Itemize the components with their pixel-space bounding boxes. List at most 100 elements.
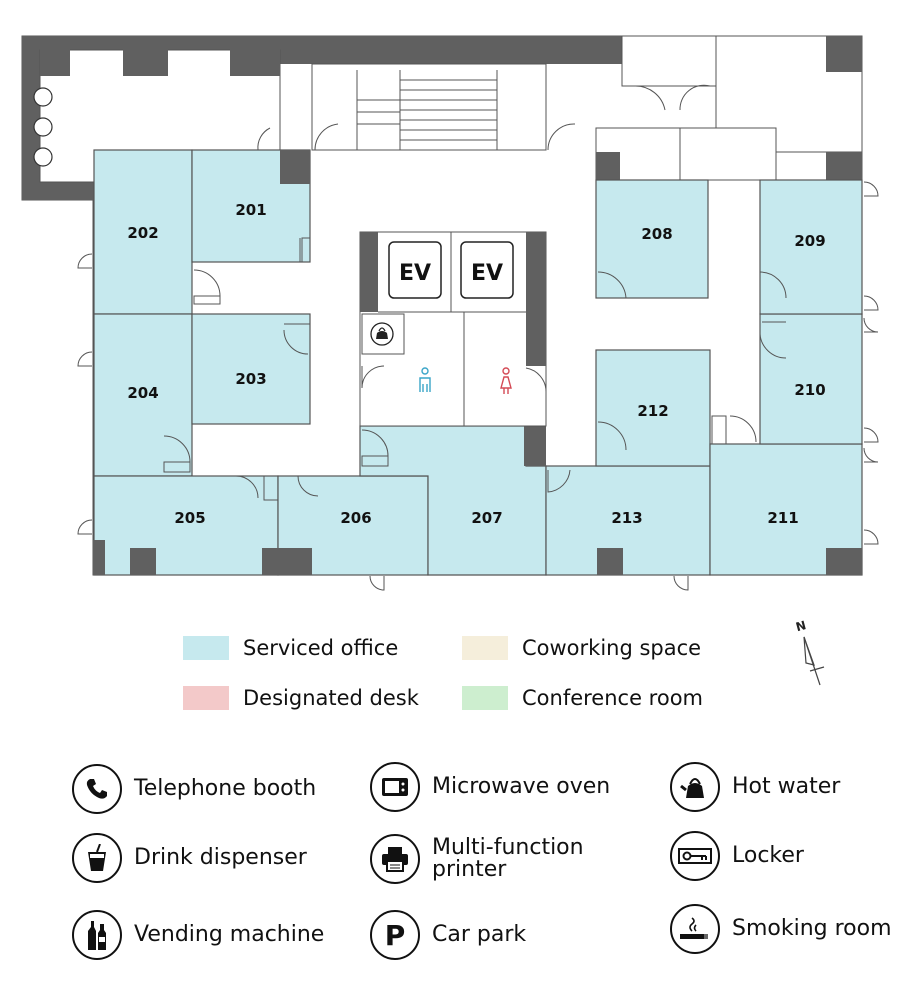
amenity-label-line: printer [432, 857, 507, 882]
wall-block [22, 36, 40, 200]
service-room [679, 127, 777, 181]
swatch-designated [183, 686, 229, 710]
wall-block [22, 182, 94, 200]
amenity-label: Smoking room [732, 916, 892, 941]
wall-block [524, 426, 546, 466]
room-210 [759, 313, 863, 445]
room-205 [93, 475, 279, 576]
kettle-icon [370, 322, 394, 346]
door-swings [77, 181, 879, 591]
amenity-car-park: P Car park [370, 910, 526, 960]
room-212 [595, 349, 711, 467]
microwave-icon [370, 762, 420, 812]
wall-block [123, 36, 168, 76]
legend-conference-room: Conference room [462, 686, 703, 710]
legend-label: Conference room [522, 686, 704, 710]
amenity-label: Vending machine [134, 922, 325, 947]
room-number: 206 [340, 509, 371, 527]
amenity-label: Drink dispenser [134, 845, 307, 870]
stairs [356, 70, 498, 150]
room-number: 209 [794, 232, 825, 250]
wall-block [596, 152, 620, 180]
room-number: 208 [641, 225, 672, 243]
room-number: 202 [127, 224, 158, 242]
wall-block [93, 540, 105, 575]
room-213 [545, 465, 711, 576]
amenity-locker: Locker [670, 831, 804, 881]
room-number: 207 [471, 509, 502, 527]
swatch-coworking [462, 636, 508, 660]
wall-block [826, 548, 862, 575]
women-restroom-icon [500, 367, 512, 394]
elevator-label: EV [399, 261, 431, 286]
amenity-vending-machine: Vending machine [72, 910, 324, 960]
amenity-label-line: Multi-function [432, 835, 584, 860]
elevator-2 [460, 241, 514, 299]
room-number: 205 [174, 509, 205, 527]
door-swing [525, 367, 547, 393]
room-number: 212 [637, 402, 668, 420]
telephone-icon [72, 764, 122, 814]
room-number: 211 [767, 509, 798, 527]
swatch-conference [462, 686, 508, 710]
room-number: 210 [794, 381, 825, 399]
wall-block [826, 36, 862, 72]
legend-coworking-space: Coworking space [462, 636, 701, 660]
service-room [621, 35, 717, 87]
cigarette-icon [670, 904, 720, 954]
wall-block [597, 548, 623, 575]
door-swing [257, 127, 271, 151]
amenity-drink-dispenser: Drink dispenser [72, 833, 307, 883]
elevator-label: EV [471, 261, 503, 286]
amenity-label: Hot water [732, 774, 841, 799]
door-swing [361, 365, 385, 389]
room-209 [759, 179, 863, 315]
legend-label: Coworking space [522, 636, 702, 660]
room-number: 213 [611, 509, 642, 527]
legend-label: Designated desk [243, 686, 419, 710]
parking-icon: P [370, 910, 420, 960]
amenity-label: Microwave oven [432, 774, 611, 799]
wall-block [826, 152, 862, 180]
elevator-1 [388, 241, 442, 299]
door-swing [679, 84, 711, 111]
door-swing [314, 123, 339, 151]
compass: N [794, 618, 825, 686]
room-number: 203 [235, 370, 266, 388]
legend-designated-desk: Designated desk [183, 686, 419, 710]
wall-block [280, 150, 310, 184]
amenity-microwave-oven: Microwave oven [370, 762, 610, 812]
printer-icon [370, 834, 420, 884]
room-203 [191, 313, 311, 425]
amenity-label: Car park [432, 922, 527, 947]
wall-block [262, 548, 312, 575]
room-208 [595, 179, 709, 299]
wall-block [40, 36, 70, 76]
compass-north-label: N [794, 618, 807, 634]
amenity-label: Multi-function printer [432, 837, 584, 881]
room-202 [93, 149, 193, 315]
legend-label: Serviced office [243, 636, 399, 660]
kettle-icon [670, 762, 720, 812]
amenity-label: Locker [732, 843, 804, 868]
bottles-icon [72, 910, 122, 960]
amenity-telephone-booth: Telephone booth [72, 764, 316, 814]
tree-icon [33, 87, 53, 167]
wall-block [130, 548, 156, 575]
door-swing [634, 85, 666, 111]
wall-block [526, 232, 546, 366]
wall-block [360, 232, 378, 312]
swatch-serviced [183, 636, 229, 660]
room-number: 204 [127, 384, 158, 402]
stairwell [311, 63, 547, 151]
door-swing [547, 123, 576, 151]
amenity-smoking-room: Smoking room [670, 904, 892, 954]
amenity-multi-function-printer: Multi-function printer [370, 834, 584, 884]
men-restroom-icon [419, 367, 431, 392]
key-icon [670, 831, 720, 881]
floor-plan: EV EV [21, 35, 879, 591]
cup-icon [72, 833, 122, 883]
room-204 [93, 313, 193, 477]
serviced-rooms [93, 149, 863, 576]
amenity-hot-water: Hot water [670, 762, 840, 812]
